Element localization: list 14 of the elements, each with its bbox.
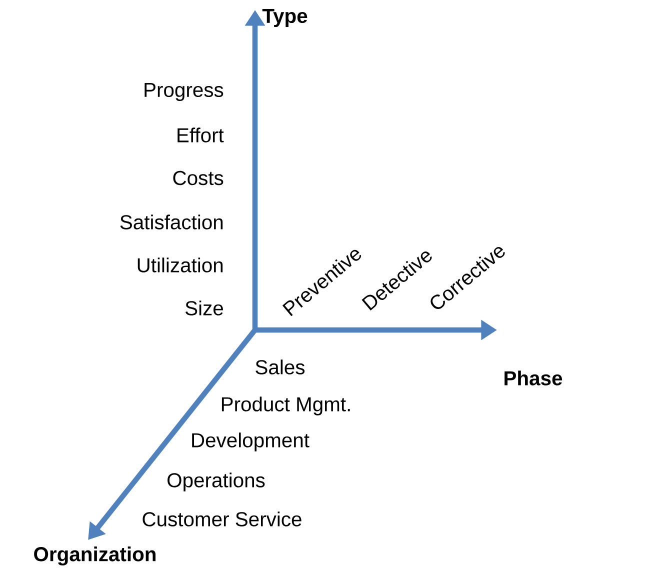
category-label: Sales [256,360,305,374]
category-label: Customer Service [142,512,302,526]
category-label: Size [186,300,223,316]
category-label: Operations [168,472,265,492]
category-label: Satisfaction [120,214,223,230]
axis-title: Phase [504,370,562,386]
axis-title: Organization [34,546,156,566]
axis-title: Type [262,8,308,28]
category-label: Product Mgmt. [222,396,350,416]
category-label: Effort [178,128,224,142]
category-label: Utilization [138,258,223,272]
category-label: Progress [144,82,224,102]
category-label: Costs [173,170,224,186]
category-label: Development [192,432,310,452]
